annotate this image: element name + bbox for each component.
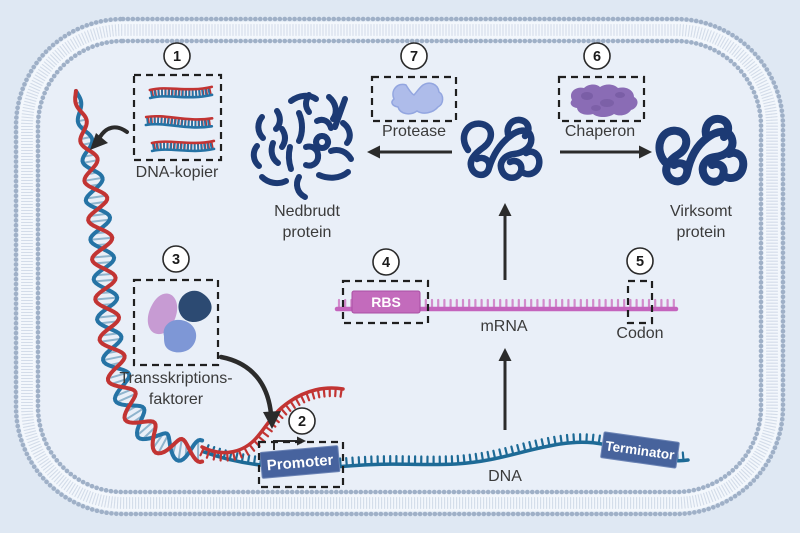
dna-helix [73, 89, 205, 465]
degraded-protein [250, 92, 354, 200]
membrane-inner-heads [35, 38, 764, 495]
dna-copies-fragments [144, 85, 216, 153]
terminator-box: Terminator [600, 431, 680, 469]
svg-text:1: 1 [173, 49, 181, 65]
arrow-tf-to-promoter-icon [218, 354, 281, 429]
membrane-lipid-tails [20, 23, 779, 510]
arrow-copies-to-helix-icon [90, 125, 129, 150]
step-circle-3: 3 [162, 245, 190, 273]
label-functional-protein-line2: protein [677, 224, 726, 241]
chaperone-protein [570, 84, 638, 117]
transcription-factors [147, 290, 212, 353]
dashed-box-rbs [341, 279, 430, 325]
rbs-label: RBS [371, 294, 401, 310]
arrow-dna-to-mrna-icon [498, 348, 512, 430]
step-circle-1: 1 [163, 42, 191, 70]
label-transcription-factors-line1: Transskriptions- [119, 370, 232, 387]
arrow-mrna-to-protein-icon [498, 203, 512, 280]
promoter-label: Promoter [266, 452, 334, 475]
label-chaperone: Chaperon [565, 123, 635, 140]
step-circle-4: 4 [372, 248, 400, 276]
label-functional-protein-line1: Virksomt [670, 203, 732, 220]
label-degraded-protein-line2: protein [283, 224, 332, 241]
label-degraded-protein-line1: Nedbrudt [274, 203, 340, 220]
functional-protein [655, 114, 748, 186]
step-circle-7: 7 [400, 42, 428, 70]
arrows [90, 125, 652, 430]
svg-text:7: 7 [410, 49, 418, 65]
arrow-protein-to-functional-icon [560, 145, 652, 159]
dashed-box-promoter [257, 440, 345, 489]
arrow-protein-to-degraded-icon [367, 145, 452, 159]
svg-text:3: 3 [172, 252, 180, 268]
rbs-box [351, 290, 421, 314]
label-codon: Codon [616, 325, 663, 342]
step-circle-5: 5 [626, 247, 654, 275]
tf-blob-navy [178, 290, 212, 323]
label-protease: Protease [382, 123, 446, 140]
svg-text:4: 4 [382, 255, 390, 271]
label-dna-copies: DNA-kopier [136, 164, 219, 181]
label-mrna: mRNA [480, 318, 527, 335]
dashed-box-dna-copies [132, 73, 223, 162]
dashed-box-codon [626, 279, 654, 325]
dashed-box-protease [370, 75, 458, 123]
step-circle-2: 2 [288, 407, 316, 435]
protease-enzyme [391, 82, 444, 115]
promoter-box: Promoter [259, 445, 341, 479]
dashed-box-transcription-factors [132, 278, 220, 367]
unfolded-protein [460, 116, 543, 181]
svg-text:2: 2 [298, 414, 306, 430]
dashed-box-chaperone [557, 75, 646, 123]
svg-text:5: 5 [636, 254, 644, 270]
step-circle-6: 6 [583, 42, 611, 70]
svg-text:6: 6 [593, 49, 601, 65]
membrane-outer-heads [13, 16, 786, 517]
label-transcription-factors-line2: faktorer [149, 391, 204, 408]
label-dna: DNA [488, 468, 522, 485]
tf-blob-blue [163, 319, 197, 353]
